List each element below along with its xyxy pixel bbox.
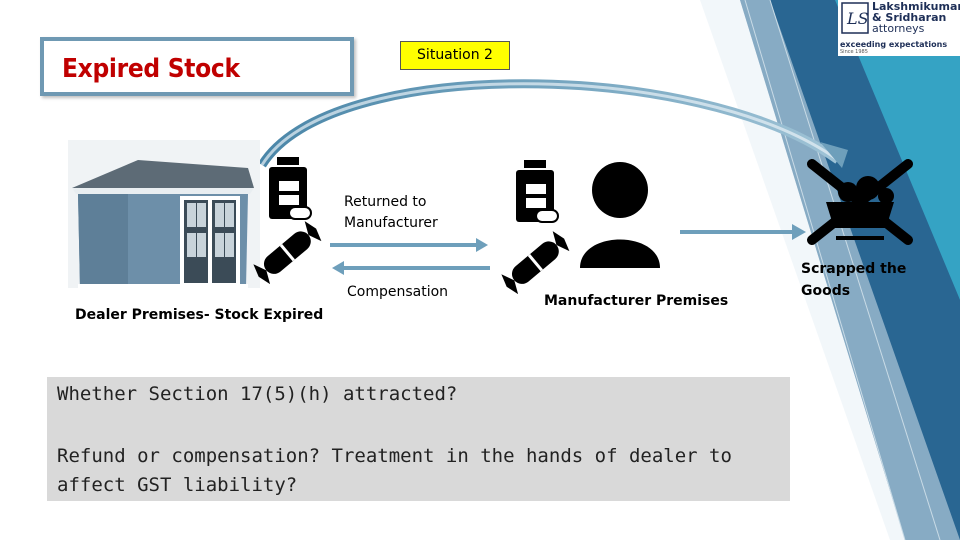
dealer-label: Dealer Premises- Stock Expired bbox=[75, 307, 324, 323]
logo-tagline: exceeding expectations bbox=[840, 40, 948, 49]
question-1: Whether Section 17(5)(h) attracted? bbox=[57, 383, 458, 405]
returned-arrow bbox=[330, 238, 488, 252]
logo-line-3: attorneys bbox=[872, 22, 925, 35]
logo-since: Since 1985 bbox=[840, 49, 868, 55]
scrapped-label-1: Scrapped the bbox=[801, 261, 907, 277]
returned-label-1: Returned to bbox=[344, 194, 427, 210]
manufacturer-label: Manufacturer Premises bbox=[544, 293, 729, 309]
situation-badge: Situation 2 bbox=[400, 41, 510, 70]
medicine-bottle-icon bbox=[269, 157, 312, 220]
capsule-icon bbox=[501, 231, 570, 295]
scrapped-goods-icon bbox=[807, 159, 913, 245]
logo-line-1: Lakshmikumaran bbox=[872, 0, 960, 13]
medicine-bottle-icon bbox=[516, 160, 559, 223]
scrap-arrow bbox=[680, 224, 806, 240]
compensation-arrow bbox=[332, 261, 490, 275]
returned-label-2: Manufacturer bbox=[344, 215, 438, 231]
compensation-label: Compensation bbox=[347, 284, 449, 300]
question-2: Refund or compensation? Treatment in the… bbox=[57, 445, 732, 496]
shed-image bbox=[68, 140, 260, 288]
page-title: Expired Stock bbox=[62, 54, 240, 84]
person-icon bbox=[580, 162, 660, 268]
question-box bbox=[47, 377, 790, 501]
company-logo: LS Lakshmikumaran & Sridharan attorneys … bbox=[838, 0, 960, 56]
logo-line-2: & Sridharan bbox=[872, 11, 947, 24]
capsule-icon bbox=[253, 221, 322, 285]
svg-text:LS: LS bbox=[846, 9, 869, 28]
scrapped-label-2: Goods bbox=[801, 283, 851, 299]
title-box bbox=[40, 37, 354, 96]
logo-monogram-icon: LS bbox=[841, 2, 869, 34]
